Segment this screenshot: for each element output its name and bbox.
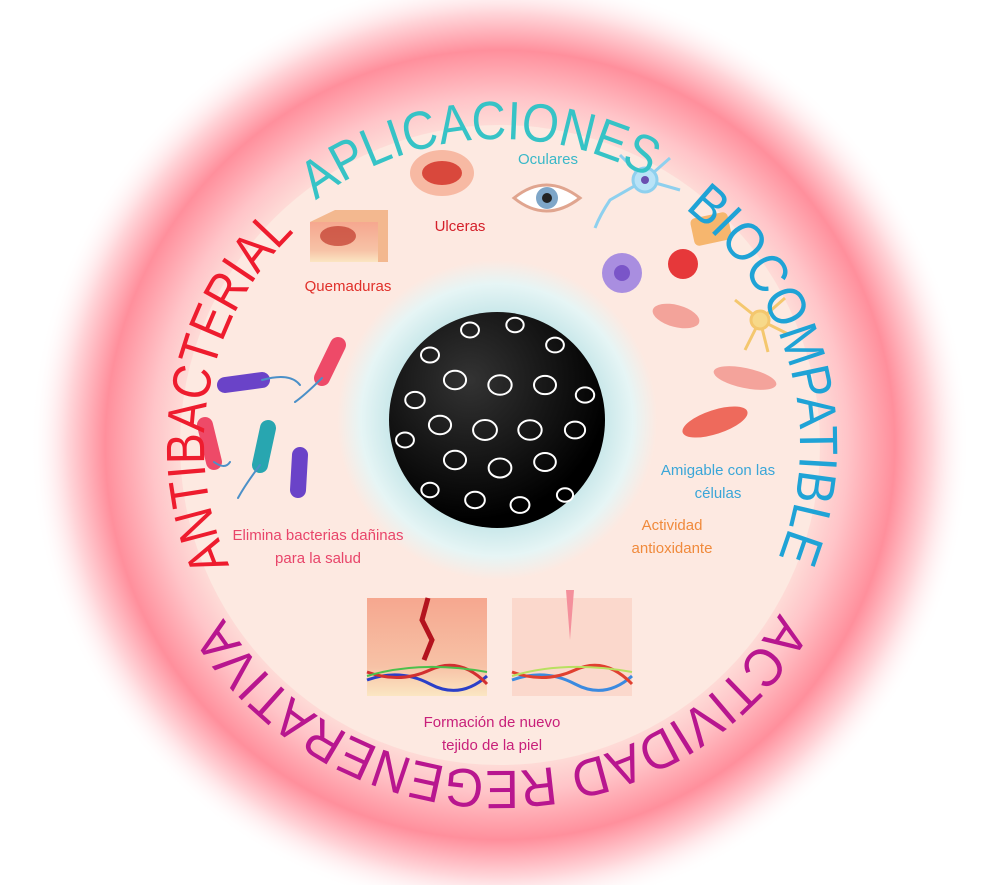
pore <box>563 420 587 440</box>
label-amigable: Amigable con las células <box>661 459 775 505</box>
eye-icon <box>511 183 583 213</box>
epithelial-cell-icon <box>652 303 700 329</box>
neuron-icon <box>593 153 681 229</box>
pore <box>487 457 513 479</box>
pore <box>404 390 426 410</box>
pore <box>533 451 557 473</box>
pore <box>464 490 486 510</box>
label-antioxidante-line1: Actividad <box>641 517 703 534</box>
pore <box>545 336 565 354</box>
label-oculares: Oculares <box>517 151 579 168</box>
pore <box>517 419 543 441</box>
pore <box>395 431 415 449</box>
pore <box>427 414 453 436</box>
label-amigable-line2: células <box>694 485 742 502</box>
astrocyte-icon <box>734 296 791 353</box>
label-quemaduras: Quemaduras <box>304 278 392 295</box>
burn-skin-icon <box>310 210 388 262</box>
label-antioxidante-line2: antioxidante <box>631 540 713 557</box>
label-ulceras: Ulceras <box>434 218 486 235</box>
label-bacterias-line1: Elimina bacterias dañinas <box>232 527 404 544</box>
bacteria-icons <box>197 337 346 499</box>
pore <box>532 374 558 396</box>
label-antioxidante: Actividad antioxidante <box>632 514 713 560</box>
wounded-skin-icon <box>366 597 489 696</box>
pore <box>487 374 513 396</box>
immune-cell-icon <box>602 253 642 293</box>
pore <box>505 316 525 334</box>
fibroblast-cell-icon <box>713 366 777 390</box>
label-bacterias: Elimina bacterias dañinas para la salud <box>233 524 404 570</box>
pore <box>509 496 531 514</box>
pore <box>442 369 468 391</box>
label-piel-line2: tejido de la piel <box>441 737 543 754</box>
ulcer-icon <box>410 150 474 196</box>
red-blood-cell-icon <box>668 249 698 279</box>
label-piel: Formación de nuevo tejido de la piel <box>424 711 561 757</box>
pore <box>419 346 441 364</box>
pore <box>472 419 498 441</box>
healed-skin-icon <box>511 590 634 696</box>
label-bacterias-line2: para la salud <box>275 550 361 567</box>
label-amigable-line1: Amigable con las <box>660 462 776 479</box>
sphere-pores <box>395 316 596 514</box>
pore <box>460 321 480 339</box>
muscle-cell-icon <box>682 406 748 438</box>
pore <box>574 386 596 404</box>
tissue-cell-icon <box>690 212 732 246</box>
pore <box>442 449 468 471</box>
pore <box>555 487 575 503</box>
pore <box>420 481 440 499</box>
label-piel-line1: Formación de nuevo <box>423 714 561 731</box>
nanoparticle-sphere <box>389 312 605 528</box>
